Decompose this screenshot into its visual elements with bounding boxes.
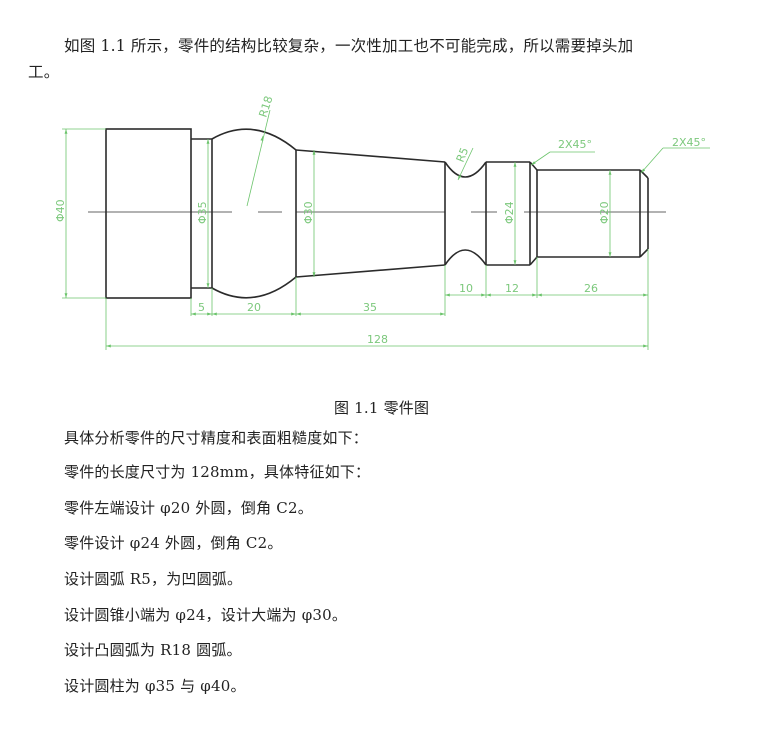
dim-dia20: Φ20 bbox=[598, 201, 611, 224]
dim-len-35: 35 bbox=[363, 301, 377, 314]
dim-len-128: 128 bbox=[367, 333, 388, 346]
body-line: 设计圆柱为 φ35 与 φ40。 bbox=[64, 677, 246, 695]
dim-len-26: 26 bbox=[584, 282, 598, 295]
figure-caption: 图 1.1 零件图 bbox=[334, 399, 430, 417]
dim-len-10: 10 bbox=[459, 282, 473, 295]
dim-dia35: Φ35 bbox=[196, 201, 209, 224]
dim-len-12: 12 bbox=[505, 282, 519, 295]
body-line: 零件设计 φ24 外圆，倒角 C2。 bbox=[64, 534, 283, 552]
body-line: 具体分析零件的尺寸精度和表面粗糙度如下： bbox=[64, 429, 369, 447]
dim-len-20: 20 bbox=[247, 301, 261, 314]
body-line: 设计圆弧 R5，为凹圆弧。 bbox=[64, 570, 243, 588]
body-line: 设计凸圆弧为 R18 圆弧。 bbox=[64, 641, 242, 659]
dim-chamfer-right: 2X45° bbox=[672, 136, 706, 149]
dimension-lines bbox=[62, 109, 710, 350]
dim-chamfer-left: 2X45° bbox=[558, 138, 592, 151]
dim-len-5: 5 bbox=[198, 301, 205, 314]
body-line: 零件左端设计 φ20 外圆，倒角 C2。 bbox=[64, 499, 313, 517]
dim-dia40: Φ40 bbox=[54, 199, 67, 222]
intro-paragraph-line-2: 工。 bbox=[28, 63, 60, 81]
dim-r18: R18 bbox=[256, 94, 275, 119]
part-outline bbox=[105, 128, 649, 299]
dim-r5: R5 bbox=[454, 146, 472, 164]
intro-paragraph-line-1: 如图 1.1 所示，零件的结构比较复杂，一次性加工也不可能完成，所以需要掉头加 bbox=[64, 37, 634, 55]
body-line: 设计圆锥小端为 φ24，设计大端为 φ30。 bbox=[64, 606, 348, 624]
dim-dia24: Φ24 bbox=[503, 201, 516, 224]
part-drawing: Φ40 Φ35 Φ30 Φ24 Φ20 R18 R5 2X45° 2X45° 5… bbox=[54, 94, 710, 350]
body-line: 零件的长度尺寸为 128mm，具体特征如下： bbox=[64, 463, 371, 481]
dim-dia30: Φ30 bbox=[302, 201, 315, 224]
